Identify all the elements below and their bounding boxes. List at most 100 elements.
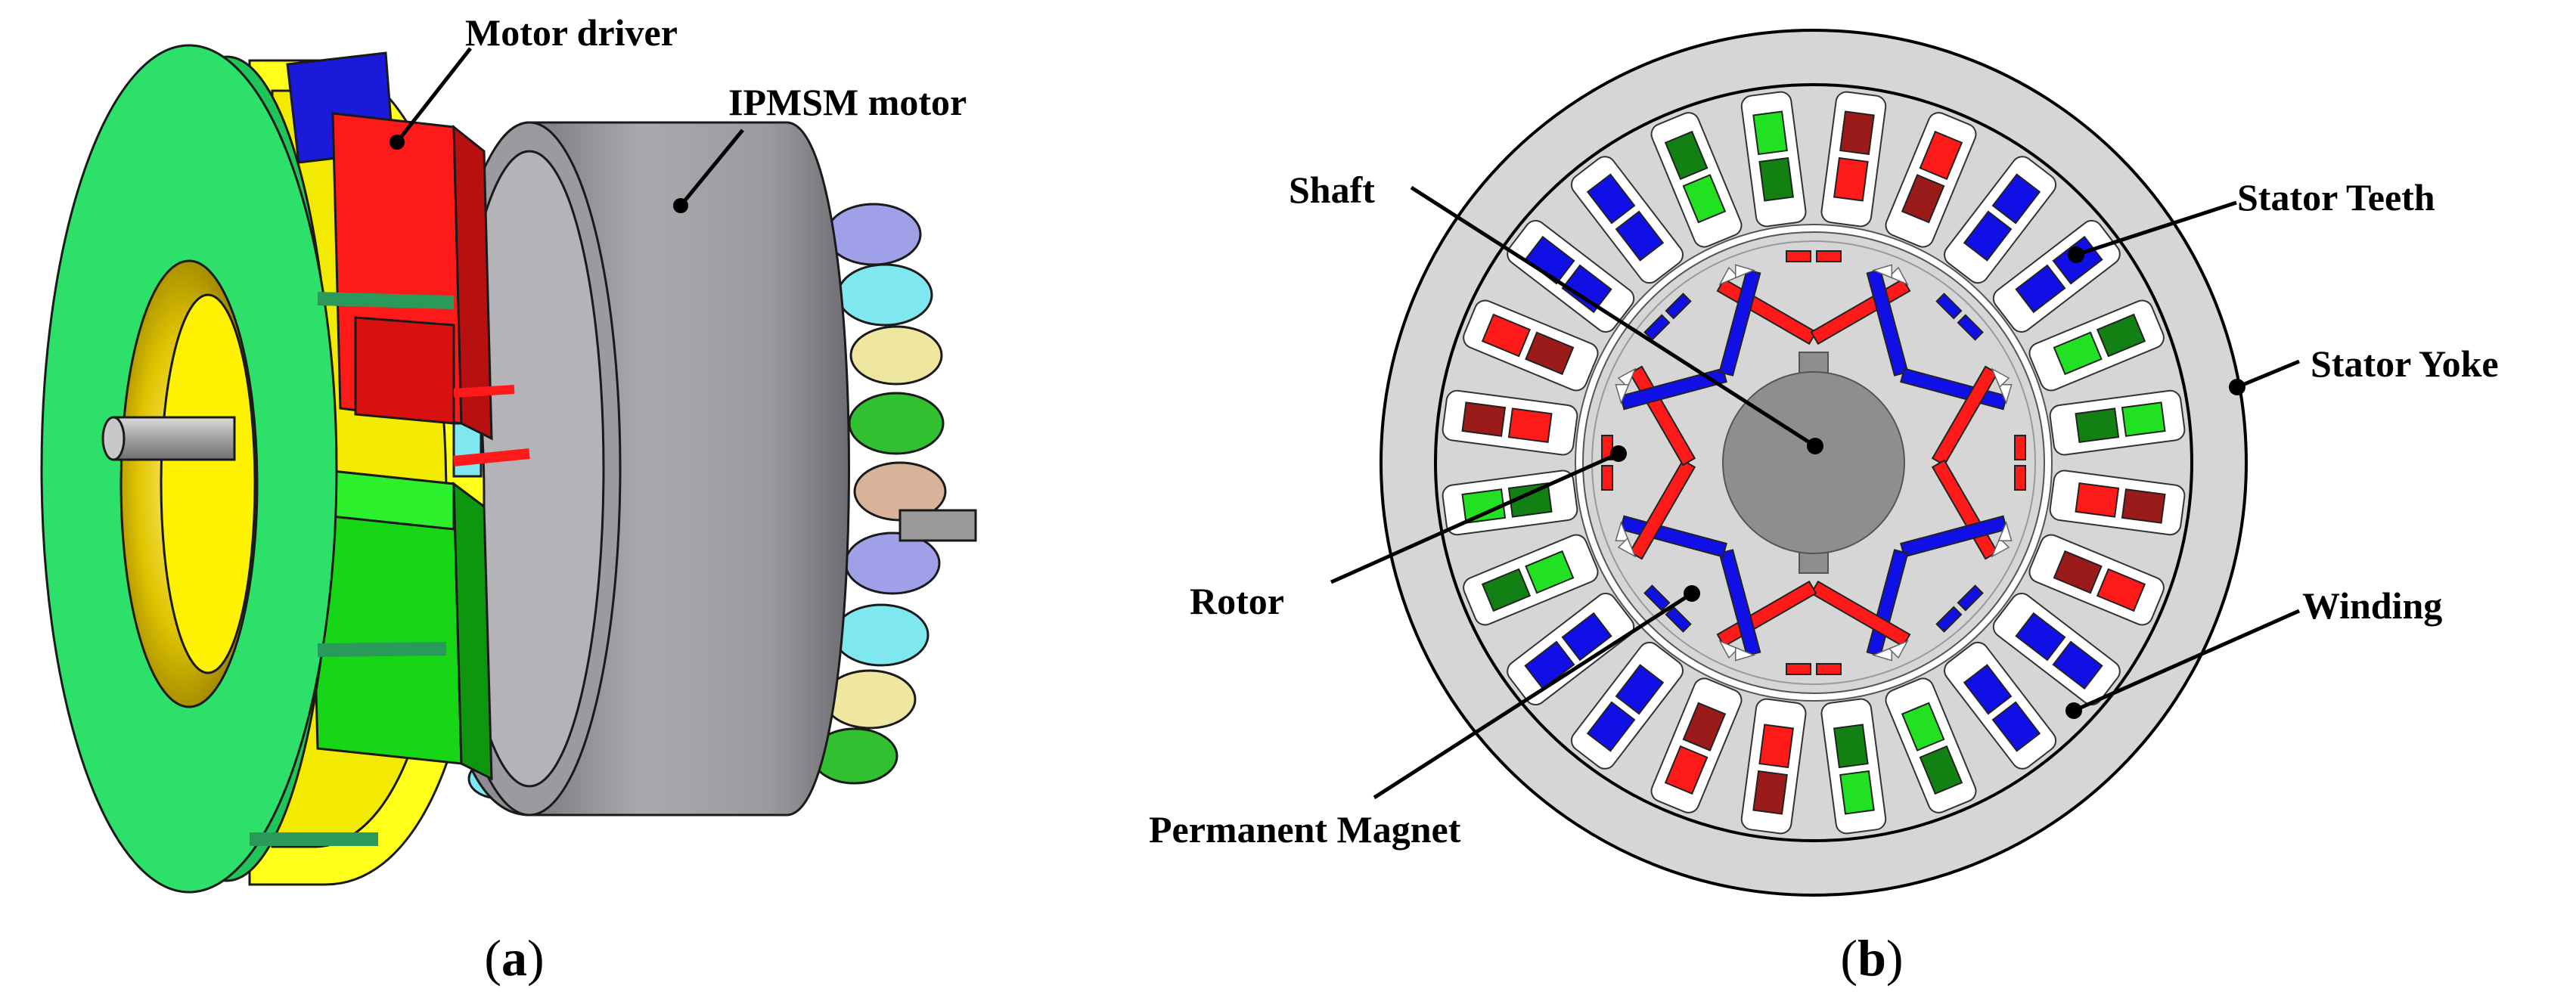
stator-slot <box>2049 469 2186 536</box>
stator-slot <box>2028 534 2165 626</box>
permanent-magnet <box>1619 367 1727 411</box>
stator-slot <box>1507 593 1635 706</box>
panel-a-leaders <box>390 47 744 213</box>
permanent-magnet <box>1931 365 1999 466</box>
winding-coil <box>2096 313 2146 358</box>
winding-coil <box>1481 568 1532 612</box>
permanent-magnet <box>1628 459 1696 560</box>
winding-coil <box>2053 331 2103 376</box>
stator-slot <box>1463 299 1599 392</box>
shaft-label: Shaft <box>1289 169 1375 211</box>
stator-slot <box>1820 91 1887 228</box>
stator-teeth-label: Stator Teeth <box>2237 176 2435 218</box>
stator-slot <box>1820 698 1887 835</box>
winding-coil <box>1752 110 1788 156</box>
winding-coil <box>1919 130 1963 181</box>
stator-slot <box>1740 91 1807 228</box>
winding-coil <box>1586 173 1636 225</box>
permanent-magnet <box>1643 314 1671 341</box>
winding-coil <box>1833 156 1869 202</box>
permanent-magnet <box>1935 606 1963 633</box>
winding-coil <box>1991 701 2041 752</box>
permanent-magnet <box>2014 435 2026 460</box>
winding-coil <box>1586 701 1636 752</box>
permanent-magnet <box>1816 250 1842 262</box>
caption-b: (b) <box>1840 929 1903 987</box>
winding-coil <box>1963 664 2013 715</box>
winding-coil <box>1507 407 1553 444</box>
winding-coil <box>2121 488 2166 524</box>
permanent-magnet <box>1810 580 1911 648</box>
winding-coil <box>2075 482 2120 518</box>
winding-coil <box>1615 210 1665 262</box>
winding-coil <box>1901 174 1945 224</box>
winding-coil <box>1752 770 1788 815</box>
permanent-magnet <box>1643 584 1671 612</box>
winding-coil <box>1461 401 1507 437</box>
winding-coil <box>1991 173 2041 225</box>
permanent-magnet <box>2014 465 2026 491</box>
winding-coil <box>1758 724 1795 769</box>
stator-slot <box>1570 641 1684 770</box>
winding-coil <box>1833 724 1869 769</box>
winding-coil <box>1561 612 1612 662</box>
stator-slots <box>1442 91 2186 835</box>
stator-slot <box>1650 677 1743 813</box>
permanent-magnet <box>1786 663 1811 675</box>
permanent-magnet <box>1665 606 1692 633</box>
winding-coil <box>1839 770 1875 815</box>
rotor-pole <box>1716 250 1911 346</box>
rotor-pole <box>1866 515 2013 662</box>
stator-slot <box>1944 641 2057 770</box>
permanent-magnet <box>1601 465 1613 491</box>
panel-b-cross-section: Shaft Stator Teeth Stator Yoke Rotor Win… <box>1149 29 2499 987</box>
stator-slot <box>1992 593 2121 706</box>
winding-coil <box>2015 264 2066 314</box>
rotor-pole <box>1615 264 1761 411</box>
rotor-magnets <box>1601 250 2026 675</box>
panel-b-leaders <box>1330 185 2301 800</box>
permanent-magnet <box>1816 663 1842 675</box>
winding-coil <box>1525 550 1575 594</box>
winding-coil <box>1682 174 1727 224</box>
stator-slot <box>1507 219 1635 333</box>
panel-a-motor-assembly: Motor driver IPMSM motor (a) <box>40 11 977 987</box>
winding-coil <box>1524 640 1575 690</box>
winding-coil <box>1664 745 1709 795</box>
stator-slot <box>1944 156 2057 284</box>
stator-yoke-label: Stator Yoke <box>2311 342 2499 385</box>
winding-coil <box>2075 407 2120 444</box>
permanent-magnet <box>1957 584 1984 612</box>
stator-slot <box>1740 698 1807 835</box>
stator-slot <box>2049 389 2186 456</box>
winding-coil <box>2053 550 2103 594</box>
permanent-magnet <box>1665 293 1692 320</box>
caption-a: (a) <box>484 929 544 987</box>
ipmsm-motor-label: IPMSM motor <box>728 81 967 123</box>
permanent-magnet <box>1957 314 1984 341</box>
stator-slot <box>1885 112 1977 248</box>
winding-coil <box>1963 210 2013 262</box>
permanent-magnet <box>1900 515 2008 558</box>
stator-slot <box>1885 677 1977 813</box>
permanent-magnet <box>1786 250 1811 262</box>
winding-label: Winding <box>2302 584 2442 627</box>
permanent-magnet-label: Permanent Magnet <box>1149 808 1461 851</box>
ipmsm-motor-body <box>436 121 850 817</box>
winding-coil <box>2121 401 2166 437</box>
front-flange <box>40 44 455 894</box>
winding-coil <box>1525 331 1575 376</box>
stator-slot <box>1650 112 1743 248</box>
winding-coil <box>1901 702 1945 751</box>
permanent-magnet <box>1718 549 1761 657</box>
stator-slot <box>1463 534 1599 626</box>
winding-coil <box>1682 702 1727 751</box>
permanent-magnet <box>1935 293 1963 320</box>
winding-coil <box>1919 745 1963 795</box>
stator-slot <box>2028 299 2165 392</box>
winding-coil <box>1664 130 1709 181</box>
rotor-pole <box>1866 264 2013 411</box>
winding-coil <box>1481 313 1532 358</box>
winding-coil <box>2052 640 2103 690</box>
